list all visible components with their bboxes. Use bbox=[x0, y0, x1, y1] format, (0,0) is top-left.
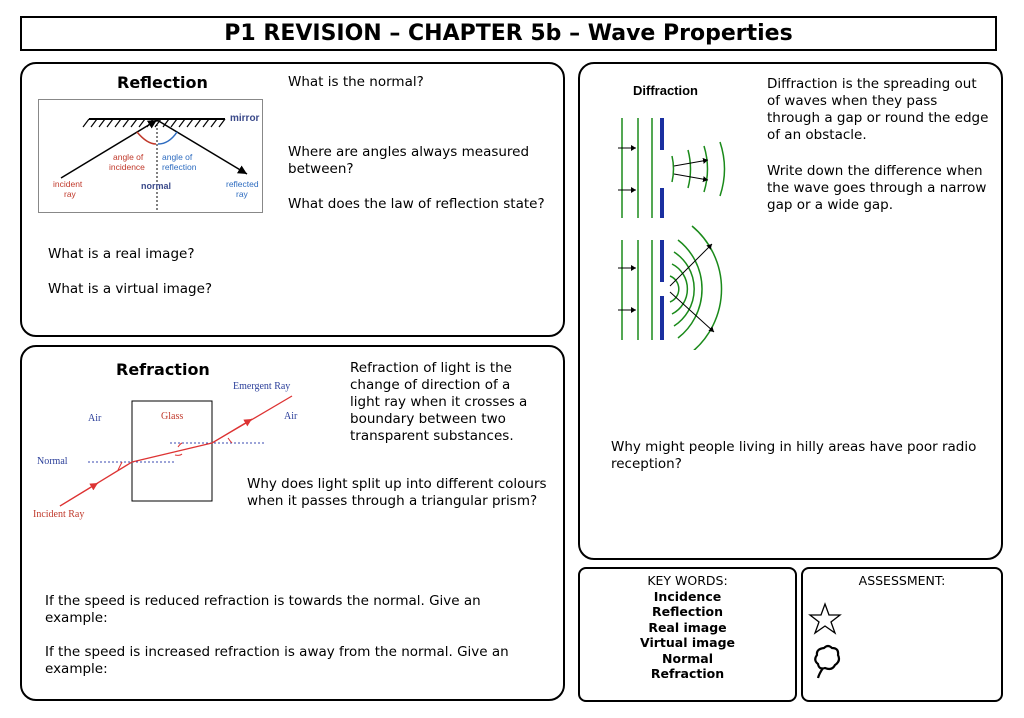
diffraction-panel bbox=[578, 62, 1003, 560]
svg-text:incident: incident bbox=[53, 179, 83, 189]
air-left-label: Air bbox=[88, 413, 102, 424]
normal-label: normal bbox=[141, 181, 171, 191]
question-virtual-image: What is a virtual image? bbox=[48, 281, 213, 297]
reflection-diagram: mirror angle of incidence angle of refle… bbox=[38, 99, 263, 213]
incident-ray-label: Incident Ray bbox=[33, 509, 84, 520]
diffraction-task: Write down the difference when the wave … bbox=[767, 163, 987, 213]
question-normal: What is the normal? bbox=[288, 74, 424, 90]
question-angles: Where are angles always measured between… bbox=[288, 144, 530, 177]
diffraction-definition: Diffraction is the spreading out of wave… bbox=[767, 76, 989, 143]
emergent-ray-label: Emergent Ray bbox=[233, 381, 290, 392]
page-title: P1 REVISION – CHAPTER 5b – Wave Properti… bbox=[20, 16, 997, 51]
refraction-definition: Refraction of light is the change of dir… bbox=[350, 360, 528, 444]
keyword-item: Incidence bbox=[653, 589, 722, 604]
svg-text:reflection: reflection bbox=[162, 162, 197, 172]
question-law: What does the law of reflection state? bbox=[288, 196, 545, 212]
keyword-item: Refraction bbox=[650, 666, 725, 681]
question-speed-reduced: If the speed is reduced refraction is to… bbox=[45, 593, 481, 626]
thought-bubble-icon bbox=[812, 644, 842, 680]
keyword-item: Virtual image bbox=[639, 635, 736, 650]
refraction-diagram: Glass Air Air Emergent Ray Normal Incide… bbox=[30, 376, 330, 526]
svg-text:angle of: angle of bbox=[113, 152, 144, 162]
normal-ray-label: Normal bbox=[37, 456, 68, 467]
diffraction-diagram bbox=[600, 110, 760, 353]
mirror-label: mirror bbox=[230, 113, 260, 124]
refraction-panel bbox=[20, 345, 565, 701]
keywords-heading: KEY WORDS: bbox=[647, 573, 728, 588]
svg-text:incidence: incidence bbox=[109, 162, 145, 172]
keyword-item: Reflection bbox=[651, 604, 723, 619]
question-speed-increased: If the speed is increased refraction is … bbox=[45, 644, 509, 677]
keywords-panel bbox=[578, 567, 797, 702]
svg-text:angle of: angle of bbox=[162, 152, 193, 162]
keyword-item: Real image bbox=[648, 620, 727, 635]
star-icon bbox=[808, 602, 842, 636]
question-radio: Why might people living in hilly areas h… bbox=[611, 439, 977, 472]
question-prism: Why does light split up into different c… bbox=[247, 476, 547, 509]
glass-label: Glass bbox=[161, 411, 183, 422]
question-real-image: What is a real image? bbox=[48, 246, 195, 262]
assessment-heading: ASSESSMENT: bbox=[858, 573, 946, 588]
assessment-panel bbox=[801, 567, 1003, 702]
keyword-item: Normal bbox=[662, 651, 713, 666]
air-right-label: Air bbox=[284, 411, 298, 422]
svg-text:ray: ray bbox=[64, 189, 77, 199]
refraction-heading: Refraction bbox=[116, 360, 210, 379]
svg-text:reflected: reflected bbox=[226, 179, 259, 189]
reflection-heading: Reflection bbox=[117, 73, 208, 92]
reflection-panel bbox=[20, 62, 565, 337]
svg-text:ray: ray bbox=[236, 189, 249, 199]
diffraction-heading: Diffraction bbox=[633, 83, 698, 98]
